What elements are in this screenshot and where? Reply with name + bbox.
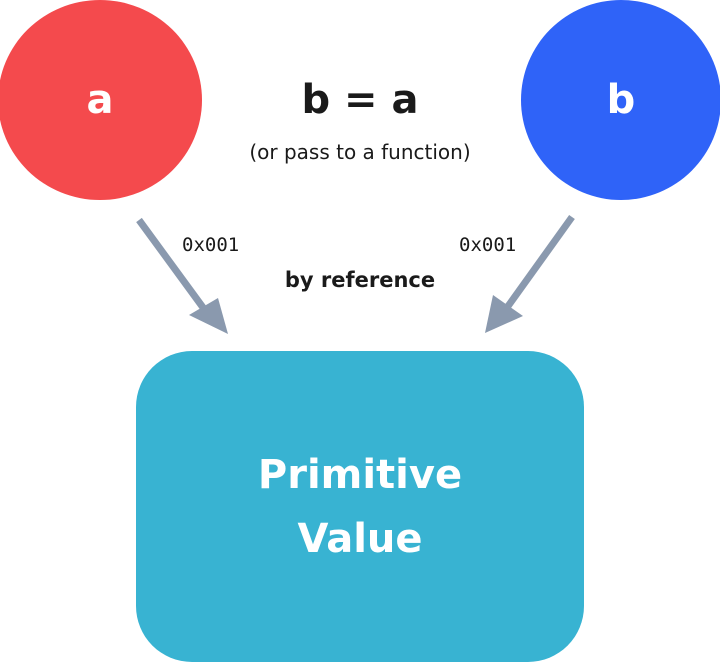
primitive-value-box: Primitive Value	[136, 351, 584, 662]
assignment-note: (or pass to a function)	[249, 140, 471, 164]
address-label-left: 0x001	[182, 234, 240, 256]
address-label-right: 0x001	[459, 234, 517, 256]
arrow-left-head	[189, 298, 228, 334]
arrow-left-shaft	[136, 217, 210, 316]
arrow-right-head	[485, 295, 523, 333]
variable-b-node: b	[521, 0, 720, 200]
variable-a-label: a	[86, 77, 114, 123]
by-reference-label: by reference	[284, 268, 436, 292]
variable-b-label: b	[606, 77, 636, 123]
assignment-expression: b = a	[301, 77, 419, 123]
arrow-right-shaft	[503, 214, 575, 312]
value-box-line-1: Primitive	[257, 451, 463, 498]
variable-a-node: a	[0, 0, 202, 200]
value-box-line-2: Value	[297, 515, 423, 562]
